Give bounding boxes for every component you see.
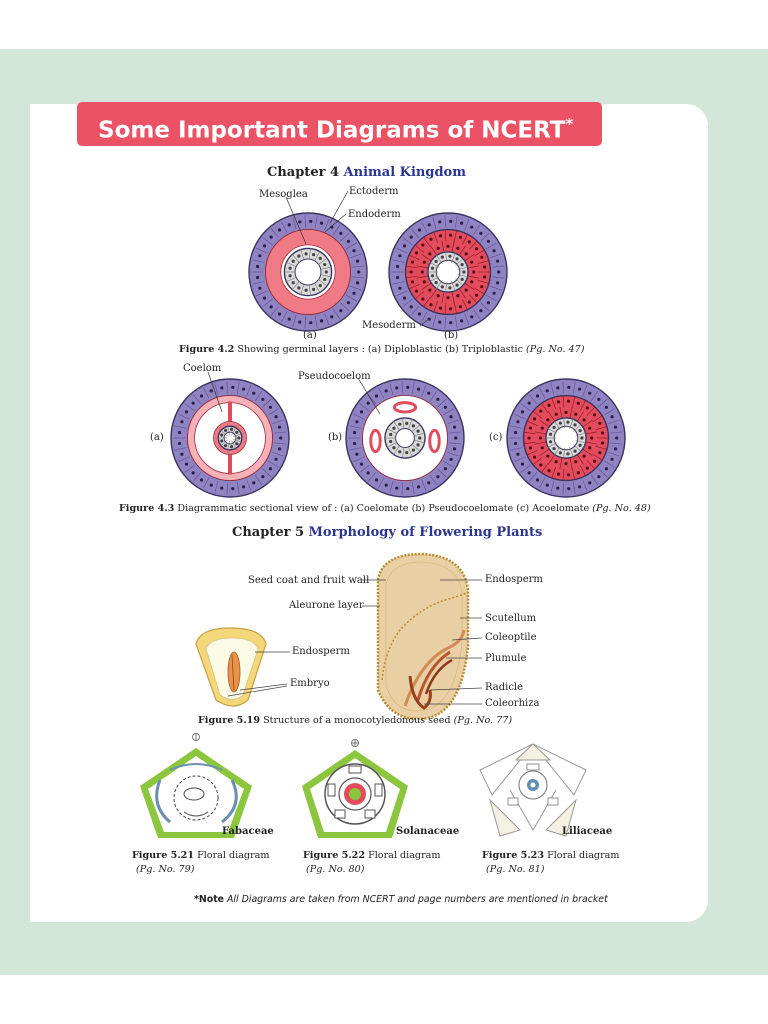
fig522-caption-num: Figure 5.22 — [303, 850, 366, 861]
acoelomate-section — [506, 378, 626, 498]
fig523-caption-text: Floral diagram — [547, 850, 620, 861]
banner-title: Some Important Diagrams of NCERT — [98, 117, 566, 144]
figure-5-23-caption: Figure 5.23 Floral diagram — [482, 850, 619, 861]
leader-line — [357, 377, 381, 415]
small-seed-drawing — [195, 627, 267, 707]
page-banner: Some Important Diagrams of NCERT* — [77, 102, 602, 146]
label-plumule: Plumule — [485, 653, 527, 664]
fig43-caption-text: Diagrammatic sectional view of : (a) Coe… — [177, 503, 590, 514]
family-label-fabaceae: Fabaceae — [222, 826, 274, 837]
footnote: *Note All Diagrams are taken from NCERT … — [194, 894, 608, 905]
label-fig42-a: (a) — [303, 330, 317, 341]
leader-line — [207, 371, 223, 413]
chapter4-title: Animal Kingdom — [343, 165, 466, 180]
figure-5-22-page: (Pg. No. 80) — [306, 864, 365, 875]
fig523-caption-num: Figure 5.23 — [482, 850, 545, 861]
large-seed-drawing — [376, 552, 470, 721]
fig521-caption-text: Floral diagram — [197, 850, 270, 861]
note-text: All Diagrams are taken from NCERT and pa… — [227, 894, 608, 905]
leader-line — [419, 317, 431, 327]
fig521-caption-page: (Pg. No. 79) — [136, 864, 195, 875]
banner-star: * — [565, 115, 574, 133]
label-endosperm-large: Endosperm — [485, 574, 543, 585]
fig519-caption-num: Figure 5.19 — [198, 715, 261, 726]
label-embryo: Embryo — [290, 678, 330, 689]
figure-5-19-caption: Figure 5.19 Structure of a monocotyledon… — [198, 715, 512, 726]
label-radicle: Radicle — [485, 682, 524, 693]
leader-line — [324, 213, 347, 233]
label-pseudocoelom: Pseudocoelom — [298, 371, 371, 382]
figure-4-3-caption: Figure 4.3 Diagrammatic sectional view o… — [119, 503, 651, 514]
figure-5-21-page: (Pg. No. 79) — [136, 864, 195, 875]
figure-5-22-caption: Figure 5.22 Floral diagram — [303, 850, 440, 861]
fig523-caption-page: (Pg. No. 81) — [486, 864, 545, 875]
label-seed-coat: Seed coat and fruit wall — [248, 575, 370, 586]
label-coelom: Coelom — [183, 363, 222, 374]
chapter5-prefix: Chapter 5 — [232, 525, 305, 540]
liliaceae-floral-diagram — [479, 743, 587, 837]
label-scutellum: Scutellum — [485, 613, 537, 624]
label-fig43-c: (c) — [489, 432, 503, 443]
fig42-caption-text: Showing germinal layers : (a) Diploblast… — [237, 344, 523, 355]
leader-line — [329, 190, 349, 224]
label-mesoglea: Mesoglea — [259, 189, 308, 200]
fig521-caption-num: Figure 5.21 — [132, 850, 195, 861]
solanaceae-floral-diagram — [302, 739, 408, 838]
fig519-caption-text: Structure of a monocotyledonous seed — [263, 715, 451, 726]
fabaceae-floral-diagram — [140, 733, 252, 838]
family-label-solanaceae: Solanaceae — [396, 826, 460, 837]
fig43-caption-num: Figure 4.3 — [119, 503, 175, 514]
figure-5-23-page: (Pg. No. 81) — [486, 864, 545, 875]
diploblastic-section — [248, 212, 368, 332]
coelomate-section — [170, 378, 290, 498]
label-mesoderm: Mesoderm — [362, 320, 416, 331]
leader-line — [285, 196, 307, 245]
fig42-caption-num: Figure 4.2 — [179, 344, 235, 355]
label-ectoderm: Ectoderm — [349, 186, 399, 197]
chapter4-heading: Chapter 4 Animal Kingdom — [267, 165, 466, 180]
figure-4-2-caption: Figure 4.2 Showing germinal layers : (a)… — [179, 344, 585, 355]
fig42-caption-page: (Pg. No. 47) — [526, 344, 585, 355]
triploblastic-section — [388, 212, 508, 332]
chapter4-prefix: Chapter 4 — [267, 165, 340, 180]
label-fig42-b: (b) — [444, 330, 459, 341]
chapter5-heading: Chapter 5 Morphology of Flowering Plants — [232, 525, 542, 540]
fig522-caption-text: Floral diagram — [368, 850, 441, 861]
fig43-caption-page: (Pg. No. 48) — [592, 503, 651, 514]
label-fig43-b: (b) — [328, 432, 343, 443]
label-coleoptile: Coleoptile — [485, 632, 537, 643]
label-endoderm: Endoderm — [348, 209, 401, 220]
label-fig43-a: (a) — [150, 432, 164, 443]
chapter5-title: Morphology of Flowering Plants — [308, 525, 543, 540]
label-aleurone-layer: Aleurone layer — [289, 600, 364, 611]
fig522-caption-page: (Pg. No. 80) — [306, 864, 365, 875]
family-label-liliaceae: Liliaceae — [562, 826, 613, 837]
pseudocoelomate-section — [345, 378, 465, 498]
note-label: *Note — [194, 894, 225, 905]
fig519-caption-page: (Pg. No. 77) — [453, 715, 513, 726]
label-endosperm-small: Endosperm — [292, 646, 350, 657]
figure-5-21-caption: Figure 5.21 Floral diagram — [132, 850, 269, 861]
label-coleorhiza: Coleorhiza — [485, 698, 540, 709]
